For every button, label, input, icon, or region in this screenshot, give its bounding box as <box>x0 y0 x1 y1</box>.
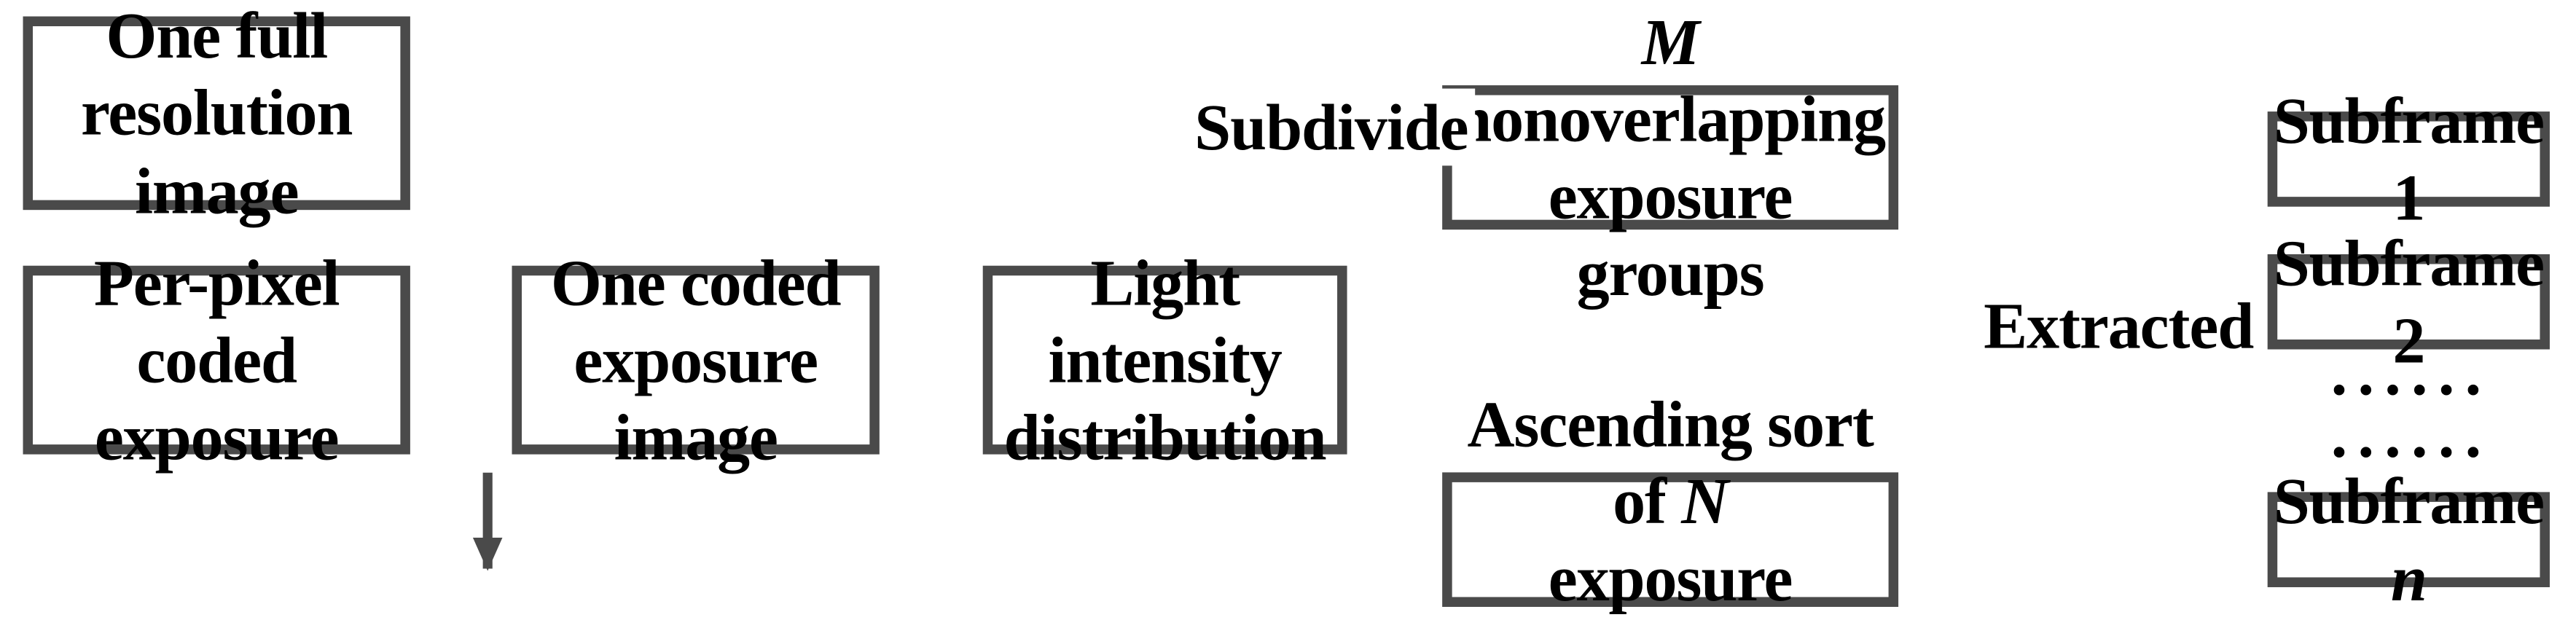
node-line-2: exposure groups <box>1548 159 1793 310</box>
node-ascending-sort-of-n-exposure-elements[interactable]: Ascending sort of N exposure elements <box>1442 386 1899 620</box>
node-line-1: Light intensity <box>1048 246 1283 397</box>
edge-label-extracted: Extracted <box>1977 286 2260 364</box>
node-subframe-n[interactable]: Subframe n <box>2267 464 2550 615</box>
node-label: One coded exposure image <box>522 244 869 476</box>
node-line-1: One full <box>106 0 328 73</box>
node-line-1-rest: nonoverlapping <box>1455 82 1886 156</box>
node-line-2: resolution image <box>80 76 353 228</box>
node-line-1-rest: Ascending sort of <box>1467 386 1874 538</box>
node-label: Subframe 2 <box>2273 226 2545 377</box>
node-symbol-n: N <box>1681 463 1729 538</box>
ellipsis-row-2: ······ <box>2328 415 2489 489</box>
node-light-intensity-distribution[interactable]: Light intensity distribution <box>982 246 1347 474</box>
node-line-2: distribution <box>1003 400 1327 474</box>
node-one-coded-exposure-image[interactable]: One coded exposure image <box>512 246 880 474</box>
node-label: M nonoverlapping exposure groups <box>1442 3 1898 313</box>
node-line-1: One coded <box>550 246 842 320</box>
node-symbol-n: n <box>2390 541 2427 616</box>
node-line-2: exposure image <box>573 323 818 474</box>
node-label: Subframe n <box>2260 462 2557 616</box>
node-line-1-rest: Subframe <box>2273 463 2545 538</box>
node-label: Ascending sort of N exposure elements <box>1452 385 1889 620</box>
node-label: Light intensity distribution <box>991 244 1339 476</box>
node-label: Subframe 1 <box>2273 83 2545 235</box>
node-symbol-m: M <box>1641 4 1700 79</box>
node-label: One full resolution image <box>33 0 400 229</box>
node-subframe-2[interactable]: Subframe 2 <box>2267 226 2550 377</box>
node-m-nonoverlapping-exposure-groups[interactable]: M nonoverlapping exposure groups <box>1442 4 1899 310</box>
ellipsis-row-1: ······ <box>2328 353 2489 427</box>
node-per-pixel-coded-exposure[interactable]: Per-pixel coded exposure <box>23 246 410 474</box>
node-line-2: exposure <box>94 400 340 474</box>
node-one-full-resolution-image[interactable]: One full resolution image <box>23 0 410 227</box>
node-subframe-1[interactable]: Subframe 1 <box>2267 83 2550 235</box>
node-line-2: exposure elements <box>1548 541 1793 620</box>
node-label: Per-pixel coded exposure <box>33 244 400 476</box>
node-line-1: Per-pixel coded <box>93 246 340 397</box>
edge-label-subdivide: Subdivide <box>1188 88 1475 166</box>
